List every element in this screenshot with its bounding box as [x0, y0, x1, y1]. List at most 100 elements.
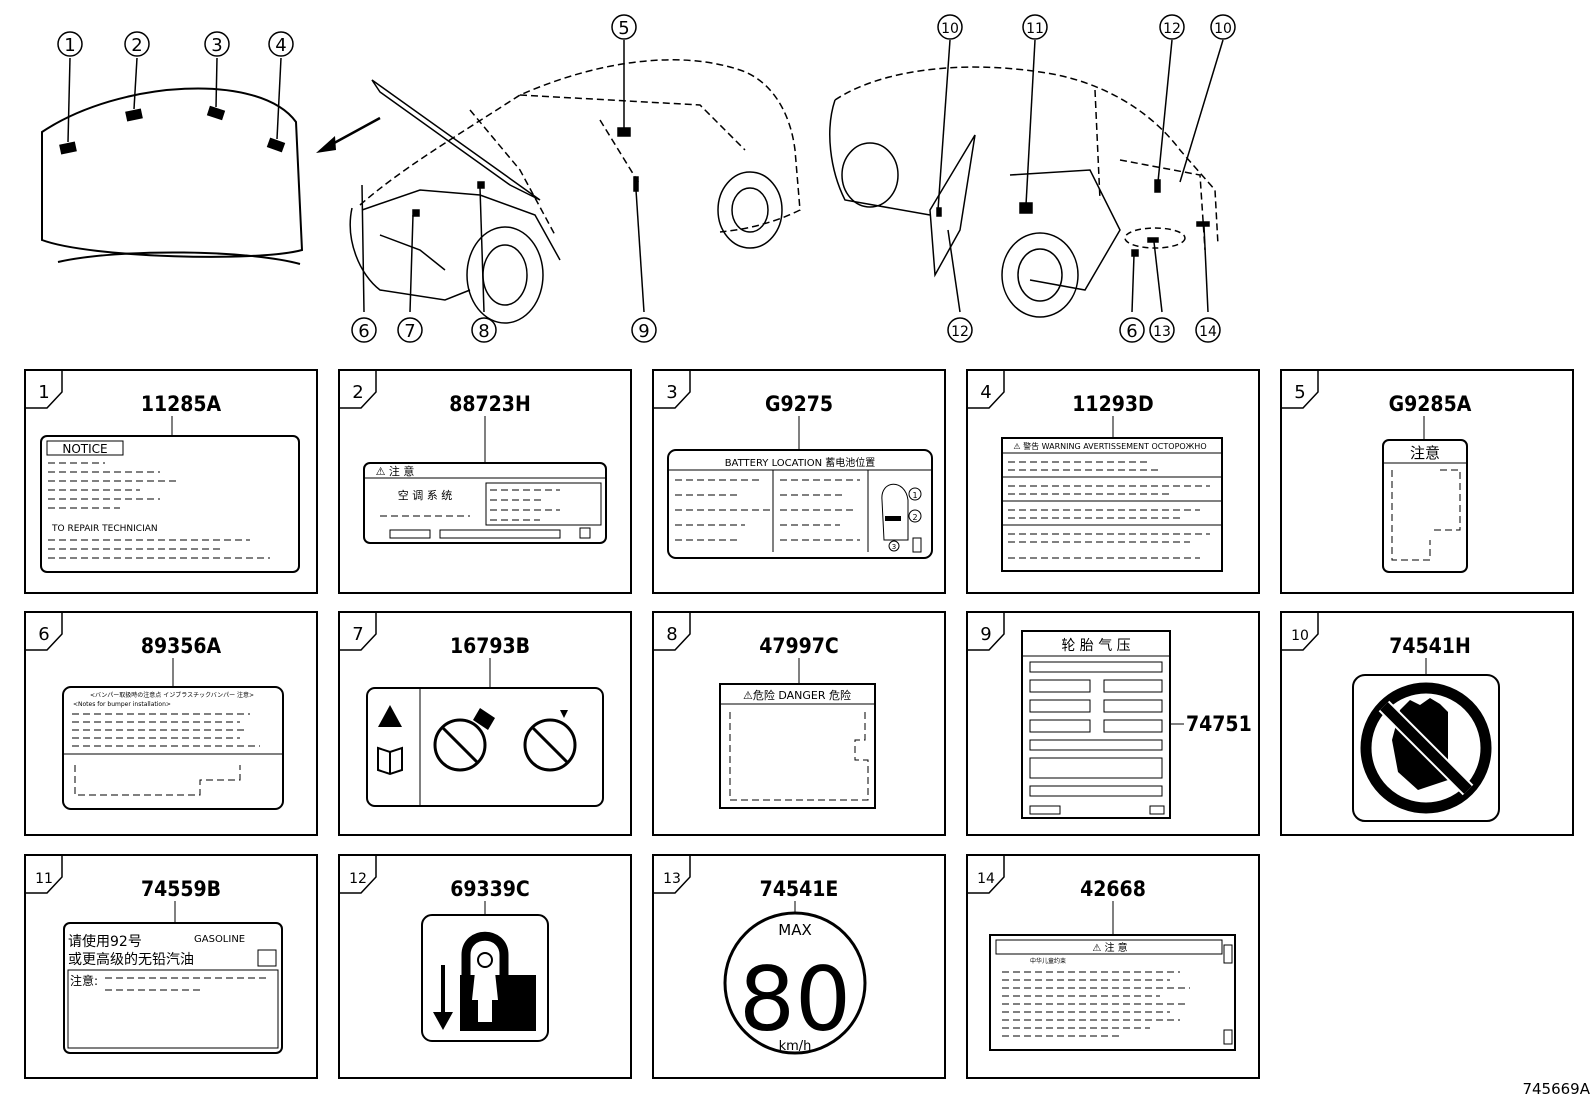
label-drawing: ⚠ 注 意 中华儿童约束 [989, 934, 1236, 1051]
panel-10: 10 74541H [1280, 611, 1574, 836]
rear-car-illustration [829, 39, 1224, 318]
callout-8: 8 [478, 321, 489, 342]
hood-callouts: 1 2 3 4 [57, 31, 294, 57]
callout-9: 9 [638, 321, 649, 342]
manual-icon [377, 746, 403, 776]
part-code: 11285A [141, 392, 222, 416]
label-drawing: NOTICE TO REPAIR TECHNICIAN [40, 435, 300, 573]
label-drawing: ⚠ 警告 WARNING AVERTISSEMENT OCTOPOЖHO [1001, 437, 1223, 572]
part-code: 47997C [759, 634, 839, 658]
callout-1: 1 [64, 35, 75, 56]
panel-6: 6 89356A <バンパー取扱時の注意点 イン゙ブラスチックバンパー 注意> … [24, 611, 318, 836]
callout-2: 2 [131, 35, 142, 56]
callout-12: 12 [1163, 21, 1181, 37]
label-drawing: <バンパー取扱時の注意点 イン゙ブラスチックバンパー 注意> <Notes fo… [62, 686, 284, 810]
panel-number: 14 [977, 871, 995, 887]
svg-text:或更高级的无铅汽油: 或更高级的无铅汽油 [68, 951, 194, 968]
callout-6b: 6 [1126, 321, 1137, 342]
callout-10b: 10 [1214, 21, 1232, 37]
panel-number: 4 [980, 382, 991, 403]
callout-5: 5 [618, 18, 629, 39]
rear-car-callouts: 10 11 12 10 12 6 13 14 [937, 14, 1236, 343]
panel-number: 12 [349, 871, 367, 887]
svg-text:⚠危险 DANGER 危险: ⚠危险 DANGER 危险 [743, 688, 851, 702]
child-lock-icon [433, 931, 536, 1031]
part-code: 16793B [450, 634, 530, 658]
svg-text:<Notes for bumper installation: <Notes for bumper installation> [73, 701, 171, 708]
panel-7: 7 16793B [338, 611, 632, 836]
callout-13: 13 [1153, 324, 1171, 340]
svg-text:中华儿童约束: 中华儿童约束 [1030, 957, 1066, 965]
panel-number: 11 [35, 871, 53, 887]
svg-text:2: 2 [912, 513, 917, 522]
svg-text:TO REPAIR TECHNICIAN: TO REPAIR TECHNICIAN [51, 524, 158, 534]
part-code: 74541E [760, 877, 839, 901]
panel-number: 3 [666, 382, 677, 403]
svg-text:GASOLINE: GASOLINE [194, 934, 245, 945]
label-drawing [366, 687, 604, 807]
panel-number: 6 [38, 624, 49, 645]
part-code: 42668 [1080, 877, 1146, 901]
svg-text:3: 3 [892, 543, 896, 551]
front-car-illustration [349, 40, 801, 324]
panel-number: 2 [352, 382, 363, 403]
svg-text:轮 胎 气 压: 轮 胎 气 压 [1061, 638, 1130, 654]
panel-number: 13 [663, 871, 681, 887]
figure-id: 745669A [1522, 1080, 1590, 1098]
part-code: 69339C [450, 877, 530, 901]
warning-icon [378, 705, 402, 727]
part-code: 88723H [449, 392, 531, 416]
svg-text:空 调 系 统: 空 调 系 统 [398, 488, 453, 502]
label-drawing: MAX 80 km/h [723, 911, 867, 1055]
svg-text:MAX: MAX [778, 921, 811, 939]
svg-text:⚠ 注 意: ⚠ 注 意 [376, 464, 415, 478]
panel-number: 10 [1291, 628, 1309, 644]
panel-number: 5 [1294, 382, 1305, 403]
panel-number: 9 [980, 624, 991, 645]
label-drawing: 注意 [1382, 439, 1468, 573]
svg-text:BATTERY LOCATION 蓄电池位置: BATTERY LOCATION 蓄电池位置 [725, 456, 876, 469]
part-code: G9285A [1389, 392, 1472, 416]
no-chemical-icon [523, 710, 577, 772]
callout-12b: 12 [951, 324, 969, 340]
panel-3: 3 G9275 BATTERY LOCATION 蓄电池位置 1 2 3 [652, 369, 946, 594]
panel-8: 8 47997C ⚠危险 DANGER 危险 [652, 611, 946, 836]
callout-4: 4 [275, 35, 286, 56]
part-code-side: 74751 [1186, 712, 1252, 736]
panel-2: 2 88723H ⚠ 注 意 空 调 系 统 [338, 369, 632, 594]
callout-3: 3 [211, 35, 222, 56]
svg-text:<バンパー取扱時の注意点 イン゙ブラスチックバンパー 注意>: <バンパー取扱時の注意点 イン゙ブラスチックバンパー 注意> [90, 691, 254, 699]
svg-text:⚠ 注 意: ⚠ 注 意 [1092, 941, 1127, 954]
svg-text:km/h: km/h [779, 1039, 812, 1054]
panel-number: 1 [38, 382, 49, 403]
svg-text:NOTICE: NOTICE [62, 442, 107, 456]
label-drawing: ⚠危险 DANGER 危险 [719, 683, 876, 809]
svg-text:80: 80 [739, 948, 851, 1051]
no-spray-icon [433, 708, 495, 772]
panel-5: 5 G9285A 注意 [1280, 369, 1574, 594]
panel-9: 9 轮 胎 气 压 74751 [966, 611, 1260, 836]
panel-number: 8 [666, 624, 677, 645]
svg-text:1: 1 [912, 491, 917, 500]
front-car-callouts: 5 6 7 8 9 [351, 14, 657, 343]
svg-text:注意: 注意 [1410, 444, 1440, 462]
hood-illustration [41, 57, 381, 265]
part-code: 74541H [1389, 634, 1471, 658]
svg-text:注意:: 注意: [70, 973, 98, 988]
part-code: 89356A [141, 634, 222, 658]
label-drawing: ⚠ 注 意 空 调 系 统 [363, 462, 607, 544]
callout-10: 10 [941, 21, 959, 37]
callout-6: 6 [358, 321, 369, 342]
panel-4: 4 11293D ⚠ 警告 WARNING AVERTISSEMENT OCTO… [966, 369, 1260, 594]
panel-12: 12 69339C [338, 854, 632, 1079]
label-drawing: 轮 胎 气 压 [1021, 630, 1171, 819]
svg-text:⚠ 警告 WARNING AVERTISSEMENT OCT: ⚠ 警告 WARNING AVERTISSEMENT OCTOPOЖHO [1013, 441, 1206, 451]
panel-14: 14 42668 ⚠ 注 意 中华儿童约束 [966, 854, 1260, 1079]
label-drawing [1352, 674, 1500, 822]
label-drawing: BATTERY LOCATION 蓄电池位置 1 2 3 [667, 449, 933, 559]
part-code: 11293D [1072, 392, 1153, 416]
callout-14: 14 [1199, 324, 1217, 340]
label-drawing: 请使用92号 或更高级的无铅汽油 GASOLINE 注意: [63, 922, 283, 1054]
panel-11: 11 74559B 请使用92号 或更高级的无铅汽油 GASOLINE 注意: [24, 854, 318, 1079]
